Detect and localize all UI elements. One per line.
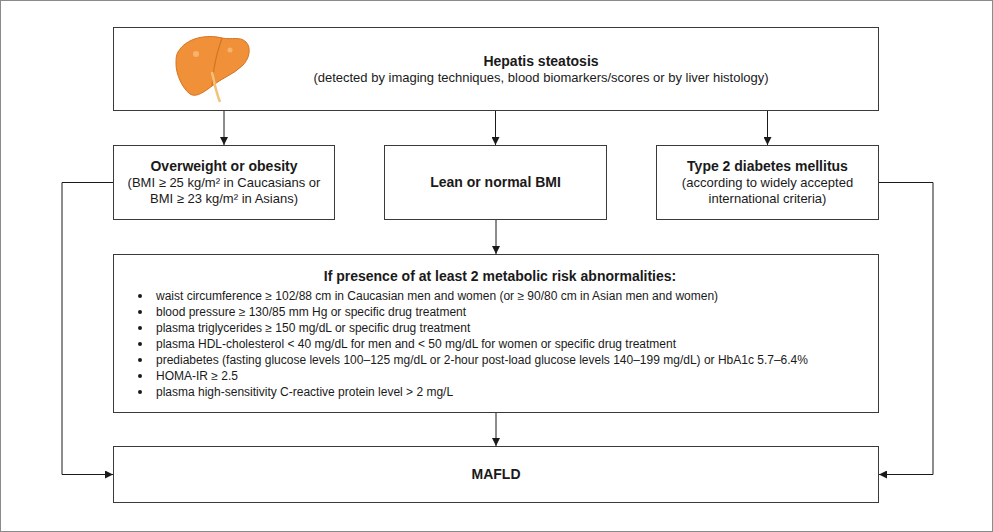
bullet-row: prediabetes (fasting glucose levels 100–… — [136, 352, 864, 368]
bullet-row: waist circumference ≥ 102/88 cm in Cauca… — [136, 288, 864, 304]
bullet-dot — [138, 390, 142, 394]
bullet-row: plasma HDL-cholesterol < 40 mg/dL for me… — [136, 336, 864, 352]
criterion-box: Overweight or obesity(BMI ≥ 25 kg/m² in … — [113, 145, 335, 220]
flow-arrow — [224, 111, 225, 145]
box-body: (BMI ≥ 25 kg/m² in Caucasians or BMI ≥ 2… — [122, 175, 326, 207]
box-heading: Overweight or obesity — [150, 158, 297, 175]
bullet-text: HOMA-IR ≥ 2.5 — [156, 368, 238, 384]
bullet-text: plasma HDL-cholesterol < 40 mg/dL for me… — [156, 336, 676, 352]
bullet-row: plasma high-sensitivity C-reactive prote… — [136, 384, 864, 400]
bullet-dot — [138, 294, 142, 298]
bullet-text: waist circumference ≥ 102/88 cm in Cauca… — [156, 288, 718, 304]
bullet-text: blood pressure ≥ 130/85 mm Hg or specifi… — [156, 304, 466, 320]
flow-arrow — [496, 220, 497, 254]
flow-arrow — [495, 111, 496, 145]
bullet-text: prediabetes (fasting glucose levels 100–… — [156, 352, 808, 368]
risk-criteria-box: If presence of at least 2 metabolic risk… — [113, 254, 879, 413]
flow-arrow — [496, 413, 497, 446]
finding-box: Hepatis steatosis(detected by imaging te… — [113, 27, 879, 111]
box-heading: Type 2 diabetes mellitus — [687, 158, 848, 175]
bullet-dot — [138, 310, 142, 314]
bullet-dot — [138, 342, 142, 346]
liver-icon — [176, 37, 249, 102]
bullet-text: plasma triglycerides ≥ 150 mg/dL or spec… — [156, 320, 470, 336]
bullet-text: plasma high-sensitivity C-reactive prote… — [156, 384, 453, 400]
flow-arrow — [879, 183, 933, 475]
outcome-box: MAFLD — [113, 446, 879, 503]
bullet-row: blood pressure ≥ 130/85 mm Hg or specifi… — [136, 304, 864, 320]
box-heading: If presence of at least 2 metabolic risk… — [136, 268, 864, 285]
criterion-box: Type 2 diabetes mellitus(according to wi… — [656, 145, 879, 220]
bullet-dot — [138, 326, 142, 330]
box-heading: MAFLD — [472, 466, 521, 483]
box-heading: Lean or normal BMI — [430, 174, 561, 191]
box-heading: Hepatis steatosis — [483, 53, 598, 70]
bullet-row: HOMA-IR ≥ 2.5 — [136, 368, 864, 384]
flow-arrow — [62, 183, 113, 475]
criterion-box: Lean or normal BMI — [384, 145, 607, 220]
box-body: (detected by imaging techniques, blood b… — [313, 70, 768, 86]
bullet-row: plasma triglycerides ≥ 150 mg/dL or spec… — [136, 320, 864, 336]
bullet-dot — [138, 358, 142, 362]
bullet-dot — [138, 374, 142, 378]
box-body: (according to widely accepted internatio… — [665, 175, 870, 207]
flow-arrow — [767, 111, 768, 145]
